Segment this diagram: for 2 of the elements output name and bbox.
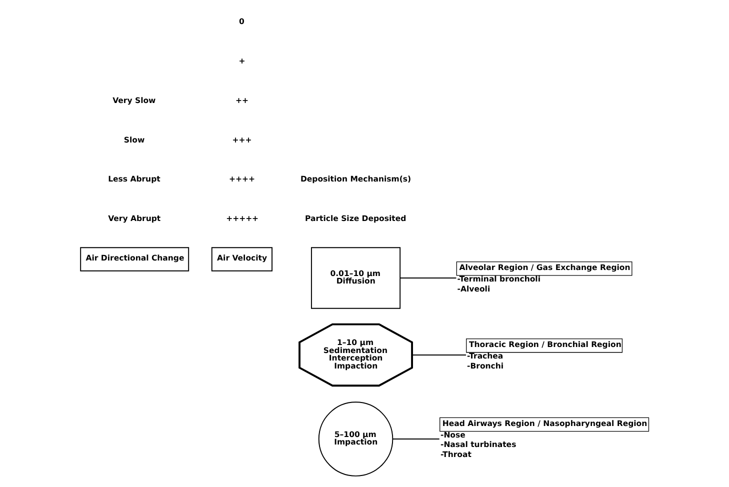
connector [392, 438, 440, 440]
connector [412, 354, 466, 356]
